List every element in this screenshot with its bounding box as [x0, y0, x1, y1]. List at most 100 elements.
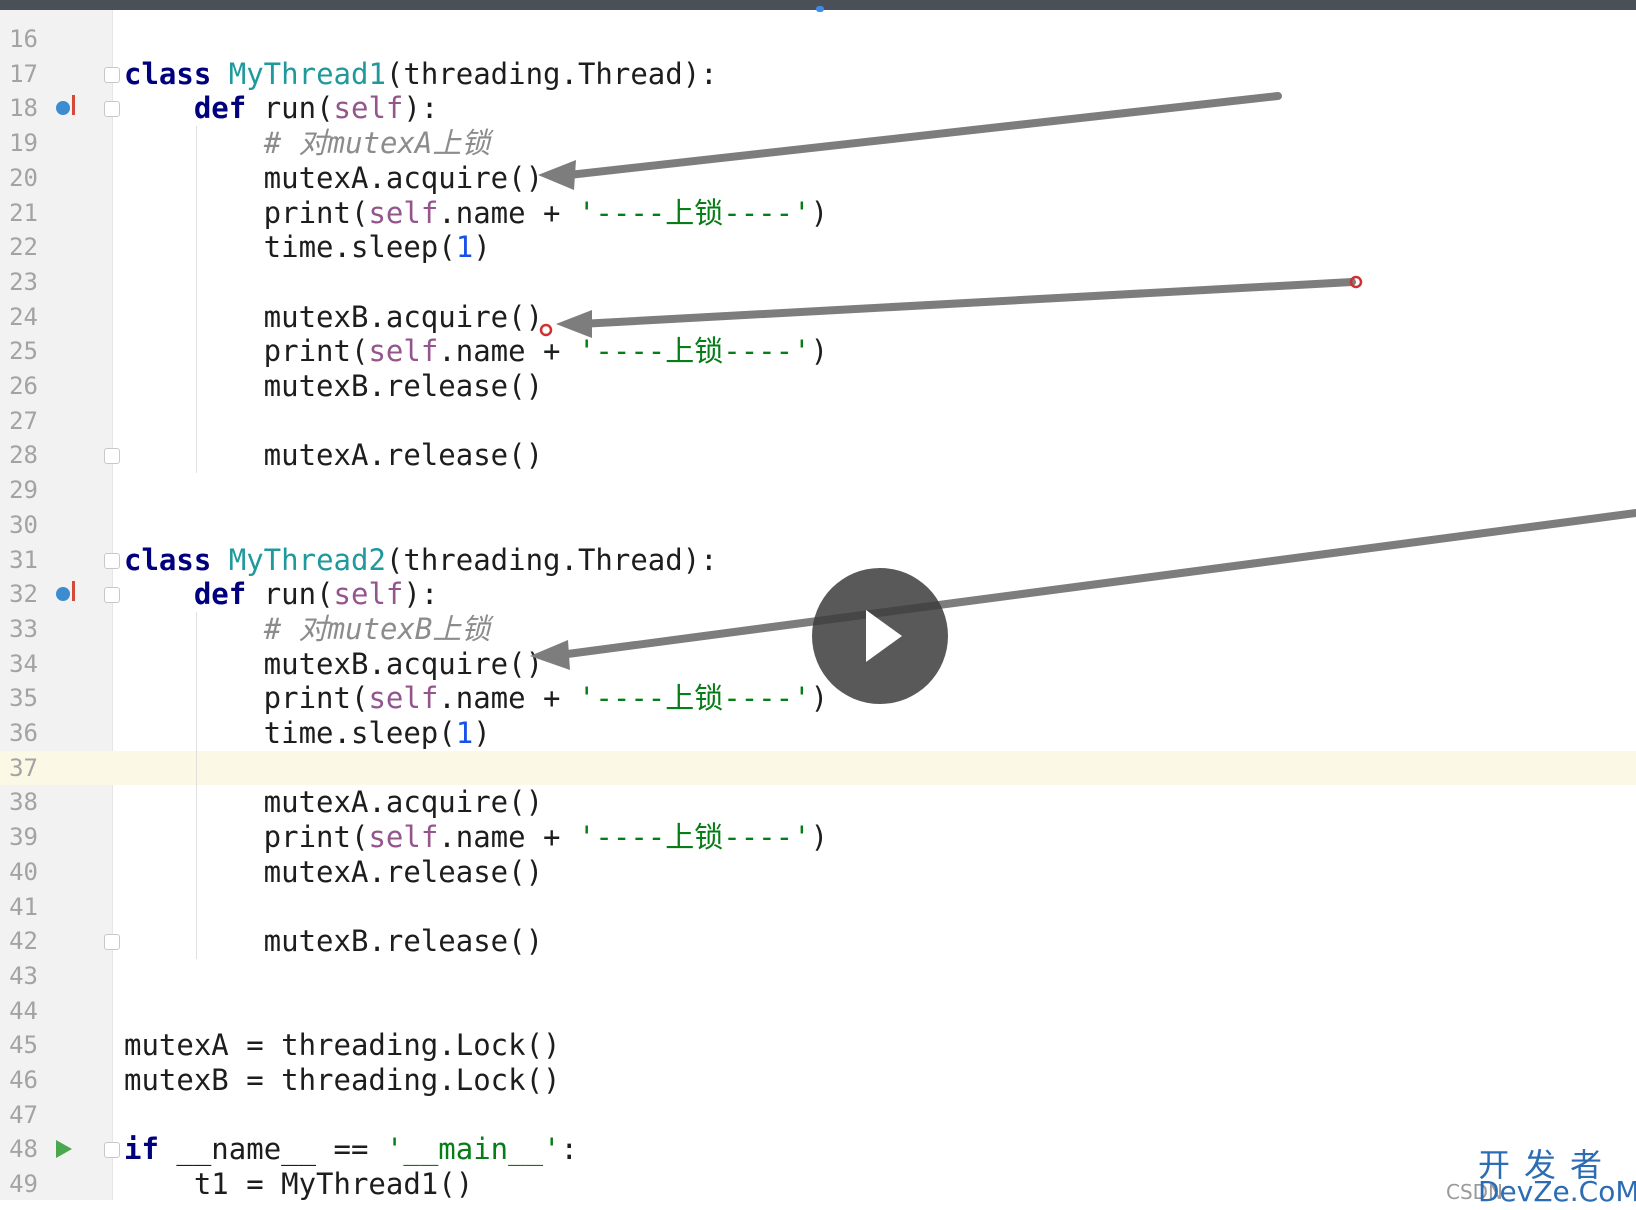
code-text: time.sleep(1) — [124, 230, 491, 265]
line-number[interactable]: 46 — [9, 1066, 38, 1094]
line-number[interactable]: 22 — [9, 233, 38, 262]
code-line[interactable]: 40 mutexA.release() — [0, 855, 1636, 890]
line-number[interactable]: 48 — [9, 1135, 38, 1164]
code-line[interactable]: 23 — [0, 265, 1636, 300]
annotation-arrowhead-1 — [538, 160, 576, 190]
code-line[interactable]: 37 — [0, 750, 1636, 786]
fold-marker-icon[interactable] — [104, 587, 120, 604]
code-line[interactable]: 22 time.sleep(1) — [0, 230, 1636, 265]
code-line[interactable]: 38 mutexA.acquire() — [0, 785, 1636, 820]
line-number[interactable]: 30 — [9, 510, 38, 539]
line-number[interactable]: 41 — [9, 892, 38, 921]
fold-marker-icon[interactable] — [104, 552, 120, 569]
line-number[interactable]: 19 — [9, 129, 38, 158]
line-number[interactable]: 35 — [9, 684, 38, 713]
code-line[interactable]: 18 def run(self): — [0, 91, 1636, 126]
code-line[interactable]: 25 print(self.name + '----上锁----') — [0, 334, 1636, 369]
code-line[interactable]: 16 — [0, 22, 1636, 57]
line-number[interactable]: 45 — [9, 1031, 38, 1060]
line-number[interactable]: 28 — [9, 441, 38, 470]
line-number[interactable]: 49 — [9, 1170, 38, 1199]
code-token: def — [193, 91, 264, 126]
override-method-icon[interactable] — [56, 95, 75, 116]
code-line[interactable]: 24 mutexB.acquire() — [0, 300, 1636, 335]
fold-marker-icon[interactable] — [104, 66, 120, 83]
code-line[interactable]: 19 # 对mutexA上锁 — [0, 126, 1636, 161]
line-number[interactable]: 36 — [9, 719, 38, 747]
line-number[interactable]: 34 — [9, 649, 38, 678]
line-number[interactable]: 37 — [9, 753, 38, 782]
fold-marker-icon[interactable] — [104, 1142, 120, 1159]
line-number[interactable]: 24 — [9, 302, 38, 331]
code-line[interactable]: 30 — [0, 508, 1636, 543]
code-line[interactable]: 34 mutexB.acquire() — [0, 647, 1636, 682]
line-number[interactable]: 21 — [9, 198, 38, 227]
code-token: def — [193, 577, 264, 612]
code-line[interactable]: 47 — [0, 1098, 1636, 1133]
line-number[interactable]: 20 — [9, 163, 38, 192]
line-number[interactable]: 40 — [9, 857, 38, 886]
code-line[interactable]: 28 mutexA.release() — [0, 438, 1636, 473]
video-play-button[interactable] — [812, 568, 948, 704]
line-number[interactable]: 31 — [9, 545, 38, 574]
code-line[interactable]: 41 — [0, 890, 1636, 925]
code-text: time.sleep(1) — [124, 716, 491, 751]
code-line[interactable]: 27 — [0, 404, 1636, 439]
line-number[interactable]: 29 — [9, 476, 38, 505]
code-token: self — [333, 91, 404, 126]
code-line[interactable]: 43 — [0, 959, 1636, 994]
code-text: print(self.name + '----上锁----') — [124, 334, 828, 369]
code-line[interactable]: 32 def run(self): — [0, 577, 1636, 612]
line-number[interactable]: 42 — [9, 927, 38, 956]
line-number[interactable]: 47 — [9, 1100, 38, 1129]
code-line[interactable]: 20 mutexA.acquire() — [0, 161, 1636, 196]
fold-marker-icon[interactable] — [104, 448, 120, 465]
code-text: t1 = MyThread1() — [124, 1167, 473, 1202]
line-number[interactable]: 26 — [9, 372, 38, 400]
code-line[interactable]: 26 mutexB.release() — [0, 369, 1636, 404]
code-line[interactable]: 44 — [0, 994, 1636, 1029]
code-line[interactable]: 42 mutexB.release() — [0, 924, 1636, 959]
line-number[interactable]: 38 — [9, 788, 38, 817]
override-method-icon[interactable] — [56, 581, 75, 602]
code-token: mutexA = threading.Lock() — [124, 1028, 561, 1063]
line-number[interactable]: 39 — [9, 823, 38, 852]
code-line[interactable]: 21 print(self.name + '----上锁----') — [0, 196, 1636, 231]
line-number[interactable]: 16 — [9, 25, 38, 53]
code-line[interactable]: 39 print(self.name + '----上锁----') — [0, 820, 1636, 855]
line-number[interactable]: 17 — [9, 59, 38, 88]
code-text: mutexA.acquire() — [124, 785, 543, 820]
line-number[interactable]: 33 — [9, 614, 38, 643]
code-token: .name + — [438, 820, 578, 855]
code-token: self — [333, 577, 404, 612]
run-gutter-icon[interactable] — [56, 1140, 72, 1159]
code-line[interactable]: 49 t1 = MyThread1() — [0, 1167, 1636, 1202]
line-number[interactable]: 27 — [9, 406, 38, 435]
code-line[interactable]: 45 mutexA = threading.Lock() — [0, 1028, 1636, 1063]
line-number[interactable]: 43 — [9, 961, 38, 990]
line-number[interactable]: 44 — [9, 996, 38, 1025]
line-number[interactable]: 23 — [9, 267, 38, 296]
fold-marker-icon[interactable] — [104, 934, 120, 951]
line-number-gutter — [0, 10, 113, 1200]
code-token: mutexB.release() — [124, 924, 544, 959]
code-line[interactable]: 33 # 对mutexB上锁 — [0, 612, 1636, 647]
line-number[interactable]: 18 — [9, 94, 38, 123]
code-token: 1 — [455, 716, 474, 750]
code-line[interactable]: 36 time.sleep(1) — [0, 716, 1636, 751]
line-number[interactable]: 32 — [9, 580, 38, 609]
code-token: mutexA.release() — [124, 438, 544, 473]
code-line[interactable]: 35 print(self.name + '----上锁----') — [0, 681, 1636, 716]
line-number[interactable]: 25 — [9, 337, 38, 366]
code-line[interactable]: 29 — [0, 473, 1636, 508]
code-token: ) — [810, 820, 829, 855]
fold-marker-icon[interactable] — [104, 101, 120, 118]
code-token: print( — [124, 195, 369, 230]
code-token: '----上锁----' — [577, 195, 811, 230]
code-token: self — [368, 195, 439, 230]
